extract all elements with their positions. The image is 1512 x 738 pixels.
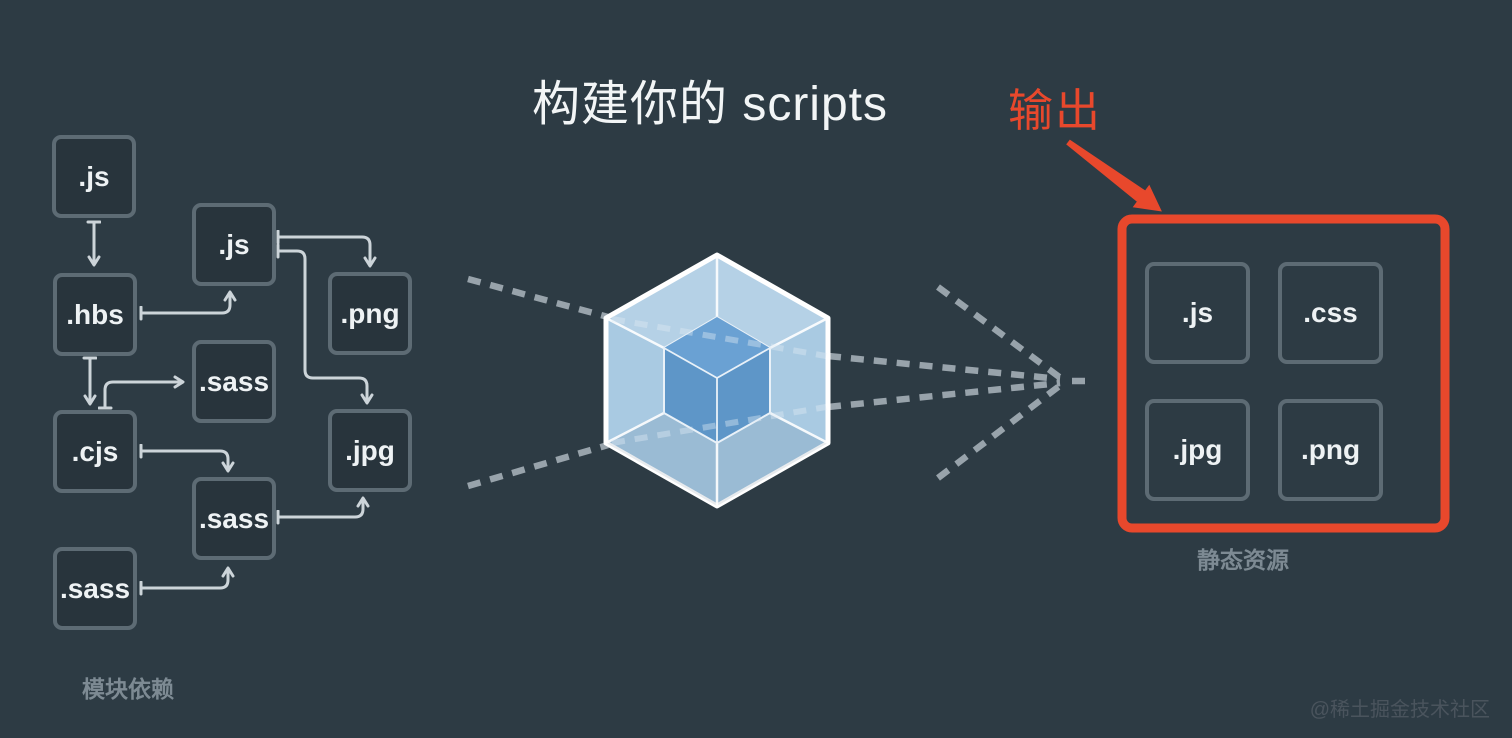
outputs-caption: 静态资源 bbox=[1197, 547, 1289, 573]
module-box: .png bbox=[328, 272, 412, 355]
output-box-label: .css bbox=[1303, 297, 1358, 328]
output-box: .js bbox=[1145, 262, 1250, 364]
output-arrow bbox=[1066, 139, 1162, 212]
bundle-flow-dashes bbox=[467, 275, 1094, 490]
module-box: .js bbox=[192, 203, 276, 286]
module-box: .cjs bbox=[53, 410, 137, 493]
output-box-label: .png bbox=[1300, 434, 1361, 465]
output-label: 输出 bbox=[1007, 85, 1103, 136]
watermark: @稀土掘金技术社区 bbox=[1309, 699, 1490, 721]
module-box: .js bbox=[52, 135, 136, 218]
module-box-label: .cjs bbox=[71, 435, 119, 467]
module-box: .hbs bbox=[53, 273, 137, 356]
output-box-label: .jpg bbox=[1172, 434, 1223, 465]
module-box-label: .sass bbox=[59, 572, 131, 604]
module-box: .jpg bbox=[328, 409, 412, 492]
module-box: .sass bbox=[192, 340, 276, 423]
module-box-label: .sass bbox=[198, 365, 270, 397]
output-box-label: .js bbox=[1181, 297, 1214, 328]
modules-caption: 模块依赖 bbox=[82, 676, 174, 702]
output-box: .png bbox=[1278, 399, 1383, 501]
module-box: .sass bbox=[53, 547, 137, 630]
module-box-label: .png bbox=[340, 297, 400, 329]
output-box: .jpg bbox=[1145, 399, 1250, 501]
module-box-label: .jpg bbox=[345, 434, 395, 466]
module-box-label: .sass bbox=[198, 502, 270, 534]
webpack-cube-icon bbox=[603, 252, 831, 509]
module-box-label: .js bbox=[218, 228, 250, 260]
output-highlight-box bbox=[1117, 214, 1450, 533]
page-title: 构建你的 scripts bbox=[531, 78, 889, 131]
module-box: .sass bbox=[192, 477, 276, 560]
output-box: .css bbox=[1278, 262, 1383, 364]
dependency-arrows bbox=[90, 222, 370, 588]
module-box-label: .hbs bbox=[66, 298, 124, 330]
module-box-label: .js bbox=[78, 160, 110, 192]
